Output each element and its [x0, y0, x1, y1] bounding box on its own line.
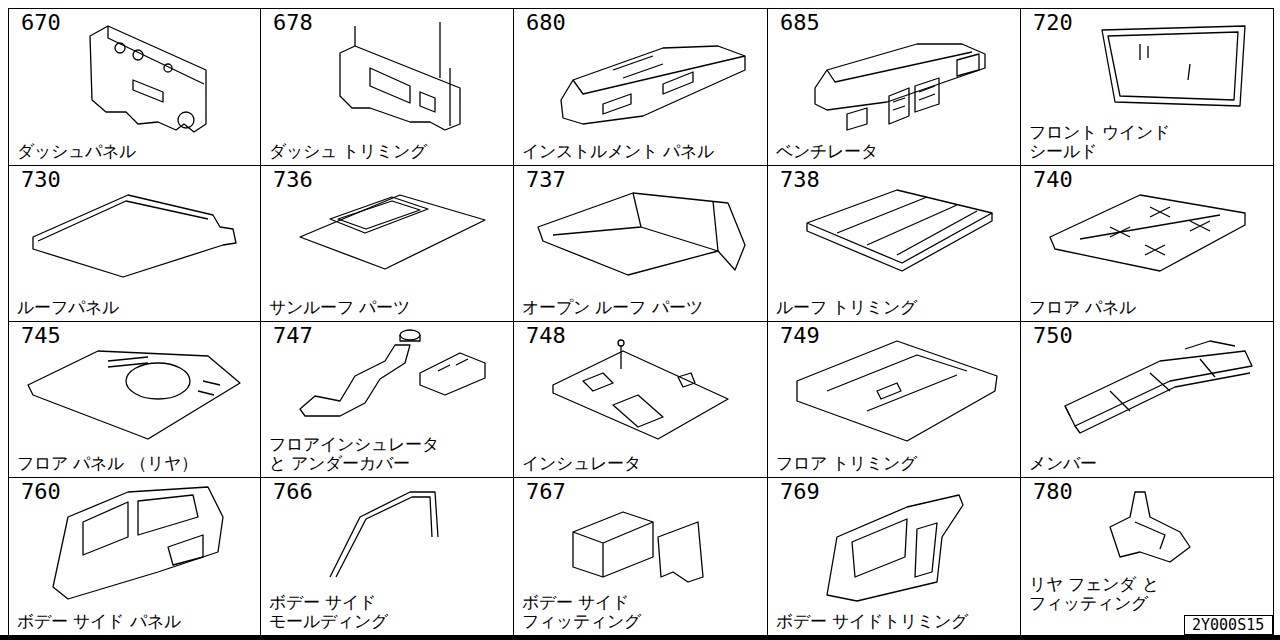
callout-number: 680 [526, 10, 566, 35]
callout-number: 747 [273, 323, 313, 348]
instrument-panel-figure [561, 46, 745, 124]
part-name: オープン ルーフ パーツ [522, 298, 703, 317]
callout-number: 678 [273, 10, 313, 35]
callout-number: 780 [1033, 479, 1073, 504]
catalog-cell: 749 フロア トリミング [767, 321, 1021, 478]
floor-panel-figure [1050, 195, 1245, 271]
catalog-cell: 767 ボデー サイド フィッティング [513, 477, 768, 636]
callout-number: 740 [1033, 167, 1073, 192]
callout-number: 749 [780, 323, 820, 348]
callout-number: 730 [21, 167, 61, 192]
part-name: インシュレータ [522, 454, 641, 473]
fitting-figure [573, 512, 703, 582]
windshield-figure [1102, 26, 1245, 106]
molding-figure [330, 492, 438, 577]
part-name: ベンチレータ [776, 142, 878, 161]
catalog-cell: 720 フロント ウインド シールド [1020, 8, 1274, 166]
drawing-code-box: 2Y000S15 [1184, 615, 1273, 635]
catalog-cell: 736 サンルーフ パーツ [260, 165, 514, 322]
callout-number: 760 [21, 479, 61, 504]
ventilator-figure [815, 44, 985, 130]
callout-number: 750 [1033, 323, 1073, 348]
catalog-cell: 678 ダッシュ トリミング [260, 8, 514, 166]
insulator-cover-figure [300, 330, 485, 416]
catalog-cell: 730 ルーフパネル [8, 165, 261, 322]
callout-number: 745 [21, 323, 61, 348]
callout-number: 748 [526, 323, 566, 348]
catalog-cell: 760 ボデー サイド パネル [8, 477, 261, 636]
part-name: メンバー [1029, 454, 1097, 473]
dash-trim-figure [340, 22, 460, 130]
callout-number: 769 [780, 479, 820, 504]
catalog-cell: 680 インストルメント パネル [513, 8, 768, 166]
part-name: ルーフパネル [17, 298, 119, 317]
callout-number: 670 [21, 10, 61, 35]
rear-fender-figure [1110, 492, 1190, 562]
member-figure [1065, 341, 1252, 433]
drawing-code: 2Y000S15 [1192, 617, 1264, 634]
part-name: ボデー サイド モールディング [269, 593, 409, 631]
callout-number: 766 [273, 479, 313, 504]
dash-panel-figure [90, 26, 206, 132]
catalog-cell: 766 ボデー サイド モールディング [260, 477, 514, 636]
open-roof-figure [538, 193, 745, 275]
part-name: ボデー サイドトリミング [776, 612, 968, 631]
catalog-cell: 737 オープン ルーフ パーツ [513, 165, 768, 322]
body-side-figure [53, 487, 223, 599]
callout-number: 736 [273, 167, 313, 192]
part-name: ボデー サイド パネル [17, 612, 181, 631]
rear-floor-figure [28, 351, 240, 439]
catalog-cell: 745 フロア パネル （リヤ） [8, 321, 261, 478]
part-name: リヤ フェンダ と フィッティング [1029, 575, 1179, 613]
catalog-cell: 738 ルーフ トリミング [767, 165, 1021, 322]
part-name: ダッシュ トリミング [269, 142, 427, 161]
part-name: ダッシュパネル [17, 142, 136, 161]
part-name: フロアインシュレータ と アンダーカバー [269, 435, 454, 473]
side-trim-figure [827, 495, 963, 601]
floor-trim-figure [797, 341, 997, 441]
part-name: インストルメント パネル [522, 142, 714, 161]
catalog-cell: 748 インシュレータ [513, 321, 768, 478]
catalog-cell: 769 ボデー サイドトリミング [767, 477, 1021, 636]
part-name: ルーフ トリミング [776, 298, 917, 317]
part-name: ボデー サイド フィッティング [522, 593, 662, 631]
callout-number: 767 [526, 479, 566, 504]
catalog-cell: 780 リヤ フェンダ と フィッティング 2Y000S15 [1020, 477, 1274, 636]
roof-trim-figure [807, 190, 992, 271]
insulator-figure [553, 340, 728, 439]
callout-number: 720 [1033, 10, 1073, 35]
catalog-cell: 670 ダッシュパネル [8, 8, 261, 166]
callout-number: 738 [780, 167, 820, 192]
catalog-cell: 747 フロアインシュレータ と アンダーカバー [260, 321, 514, 478]
part-name: フロア パネル [1029, 298, 1136, 317]
catalog-cell: 740 フロア パネル [1020, 165, 1274, 322]
roof-panel-figure [33, 195, 236, 277]
sunroof-figure [300, 195, 485, 269]
callout-number: 737 [526, 167, 566, 192]
catalog-cell: 750 メンバー [1020, 321, 1274, 478]
part-name: フロア パネル （リヤ） [17, 454, 198, 473]
catalog-cell: 685 ベンチレータ [767, 8, 1021, 166]
callout-number: 685 [780, 10, 820, 35]
part-name: フロア トリミング [776, 454, 917, 473]
part-name: フロント ウインド シールド [1029, 123, 1209, 161]
part-name: サンルーフ パーツ [269, 298, 410, 317]
